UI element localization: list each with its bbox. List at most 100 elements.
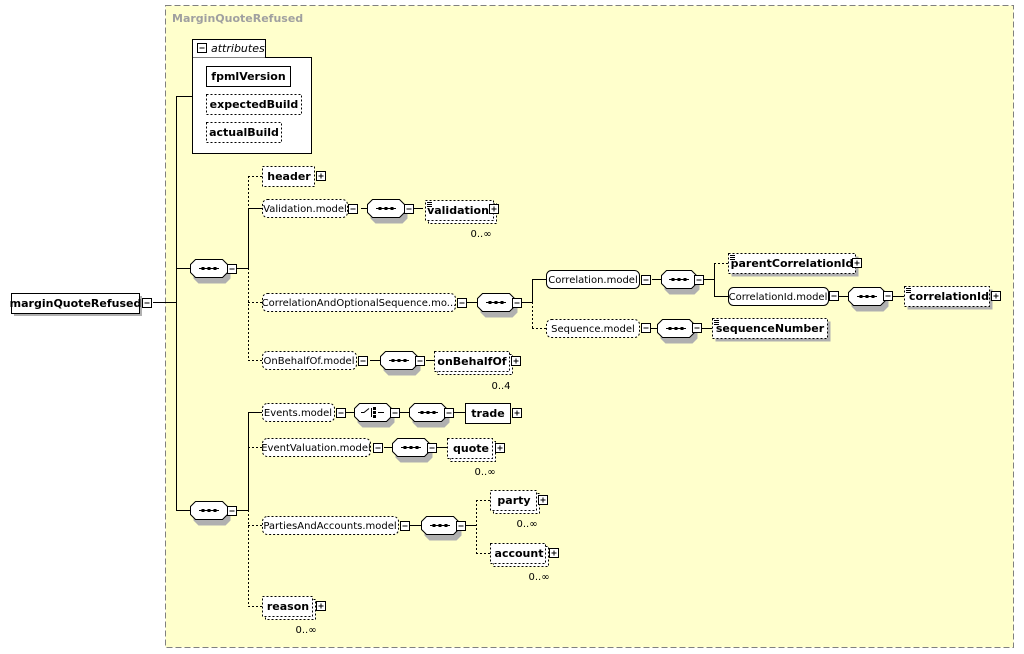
- collapse-icon[interactable]: [444, 408, 454, 418]
- element-validation[interactable]: validation: [425, 200, 497, 224]
- expand-icon[interactable]: [512, 408, 522, 418]
- collapse-icon[interactable]: [415, 356, 425, 366]
- group-label: Validation.model: [263, 204, 347, 215]
- element-label: correlationId: [909, 290, 989, 303]
- attributes-label: attributes: [211, 42, 265, 55]
- collapse-icon[interactable]: [373, 443, 383, 453]
- group-correlation-model[interactable]: Correlation.model: [546, 270, 640, 289]
- group-label: Correlation.model: [548, 275, 637, 286]
- element-label: trade: [471, 407, 504, 420]
- element-label: header: [267, 170, 311, 183]
- group-label: OnBehalfOf.model: [264, 356, 355, 367]
- sequence-compositor[interactable]: [421, 516, 462, 541]
- choice-compositor[interactable]: [354, 403, 395, 428]
- collapse-icon[interactable]: [641, 323, 651, 333]
- cardinality-label: 0..∞: [516, 519, 537, 530]
- sequence-compositor[interactable]: [392, 438, 433, 463]
- root-element-marginquoterefused[interactable]: marginQuoteRefused: [10, 293, 142, 317]
- element-sequencenumber[interactable]: sequenceNumber: [712, 318, 831, 342]
- expand-icon[interactable]: [511, 356, 521, 366]
- expand-icon[interactable]: [495, 443, 505, 453]
- cardinality-label: 0..4: [491, 381, 510, 392]
- group-correlation-optional-sequence-model[interactable]: CorrelationAndOptionalSequence.mo...: [262, 293, 457, 312]
- collapse-icon[interactable]: [427, 443, 437, 453]
- attribute-actualbuild[interactable]: actualBuild: [206, 122, 282, 143]
- element-account[interactable]: account: [490, 543, 549, 567]
- sequence-compositor[interactable]: [367, 199, 408, 224]
- collapse-icon[interactable]: [227, 506, 237, 516]
- collapse-icon[interactable]: [142, 298, 152, 308]
- element-quote[interactable]: quote: [447, 438, 496, 462]
- element-label: account: [495, 547, 544, 560]
- element-parentcorrelationid[interactable]: parentCorrelationId: [728, 253, 859, 277]
- optional-connectors: [248, 176, 728, 607]
- cardinality-label: 0..∞: [528, 572, 549, 583]
- type-name: MarginQuoteRefused: [172, 12, 303, 25]
- collapse-icon[interactable]: [512, 298, 522, 308]
- expand-icon[interactable]: [549, 548, 559, 558]
- group-eventvaluation-model[interactable]: EventValuation.model: [261, 438, 371, 457]
- element-label: party: [497, 494, 530, 507]
- group-partiesandaccounts-model[interactable]: PartiesAndAccounts.model: [262, 516, 399, 535]
- expand-icon[interactable]: [991, 291, 1001, 301]
- collapse-icon[interactable]: [883, 291, 893, 301]
- expand-icon[interactable]: [489, 204, 499, 214]
- element-onbehalfof[interactable]: onBehalfOf: [434, 351, 513, 375]
- collapse-icon[interactable]: [227, 264, 237, 274]
- collapse-icon[interactable]: [404, 204, 414, 214]
- group-validation-model[interactable]: Validation.model: [262, 199, 348, 218]
- attribute-label: fpmlVersion: [211, 70, 285, 83]
- group-label: Events.model: [264, 408, 332, 419]
- collapse-icon[interactable]: [457, 298, 467, 308]
- element-label: validation: [427, 204, 489, 217]
- collapse-icon[interactable]: [390, 408, 400, 418]
- element-party[interactable]: party: [490, 490, 540, 514]
- attribute-fpmlversion[interactable]: fpmlVersion: [206, 66, 291, 87]
- element-label: reason: [267, 600, 309, 613]
- sequence-compositor[interactable]: [190, 259, 231, 284]
- cardinality-label: 0..∞: [295, 625, 316, 636]
- group-label: Sequence.model: [551, 324, 635, 335]
- cardinality-label: 0..∞: [474, 467, 495, 478]
- element-header[interactable]: header: [262, 166, 315, 187]
- element-correlationid[interactable]: correlationId: [904, 286, 993, 310]
- collapse-icon[interactable]: [692, 323, 702, 333]
- collapse-icon[interactable]: [694, 275, 704, 285]
- collapse-icon[interactable]: [400, 521, 410, 531]
- group-events-model[interactable]: Events.model: [262, 403, 335, 422]
- collapse-icon[interactable]: [456, 521, 466, 531]
- collapse-icon[interactable]: [348, 204, 358, 214]
- sequence-compositor[interactable]: [848, 287, 889, 312]
- connectors: [153, 96, 904, 526]
- attribute-label: actualBuild: [209, 126, 279, 139]
- element-trade[interactable]: trade: [465, 403, 511, 424]
- expand-icon[interactable]: [538, 495, 548, 505]
- sequence-compositor[interactable]: [409, 403, 450, 428]
- element-reason[interactable]: reason: [262, 596, 316, 620]
- expand-icon[interactable]: [316, 171, 326, 181]
- sequence-compositor[interactable]: [477, 293, 518, 318]
- expand-icon[interactable]: [316, 601, 326, 611]
- collapse-icon[interactable]: [336, 408, 346, 418]
- sequence-compositor[interactable]: [380, 351, 421, 376]
- group-correlationid-model[interactable]: CorrelationId.model: [728, 287, 829, 306]
- collapse-icon[interactable]: [641, 275, 651, 285]
- root-label: marginQuoteRefused: [10, 297, 142, 310]
- group-onbehalfof-model[interactable]: OnBehalfOf.model: [262, 351, 357, 370]
- group-sequence-model[interactable]: Sequence.model: [546, 319, 640, 338]
- expand-icon[interactable]: [852, 258, 862, 268]
- group-label: PartiesAndAccounts.model: [263, 521, 396, 532]
- group-label: CorrelationId.model: [729, 292, 828, 303]
- element-label: quote: [453, 442, 489, 455]
- attribute-label: expectedBuild: [210, 98, 299, 111]
- collapse-icon[interactable]: [358, 356, 368, 366]
- group-label: CorrelationAndOptionalSequence.mo...: [262, 298, 457, 309]
- group-label: EventValuation.model: [261, 443, 371, 454]
- attribute-expectedbuild[interactable]: expectedBuild: [206, 94, 302, 115]
- sequence-compositor[interactable]: [661, 270, 700, 295]
- sequence-compositor[interactable]: [657, 319, 698, 344]
- sequence-compositor[interactable]: [190, 501, 231, 526]
- collapse-icon[interactable]: [829, 291, 839, 301]
- element-label: sequenceNumber: [716, 322, 825, 335]
